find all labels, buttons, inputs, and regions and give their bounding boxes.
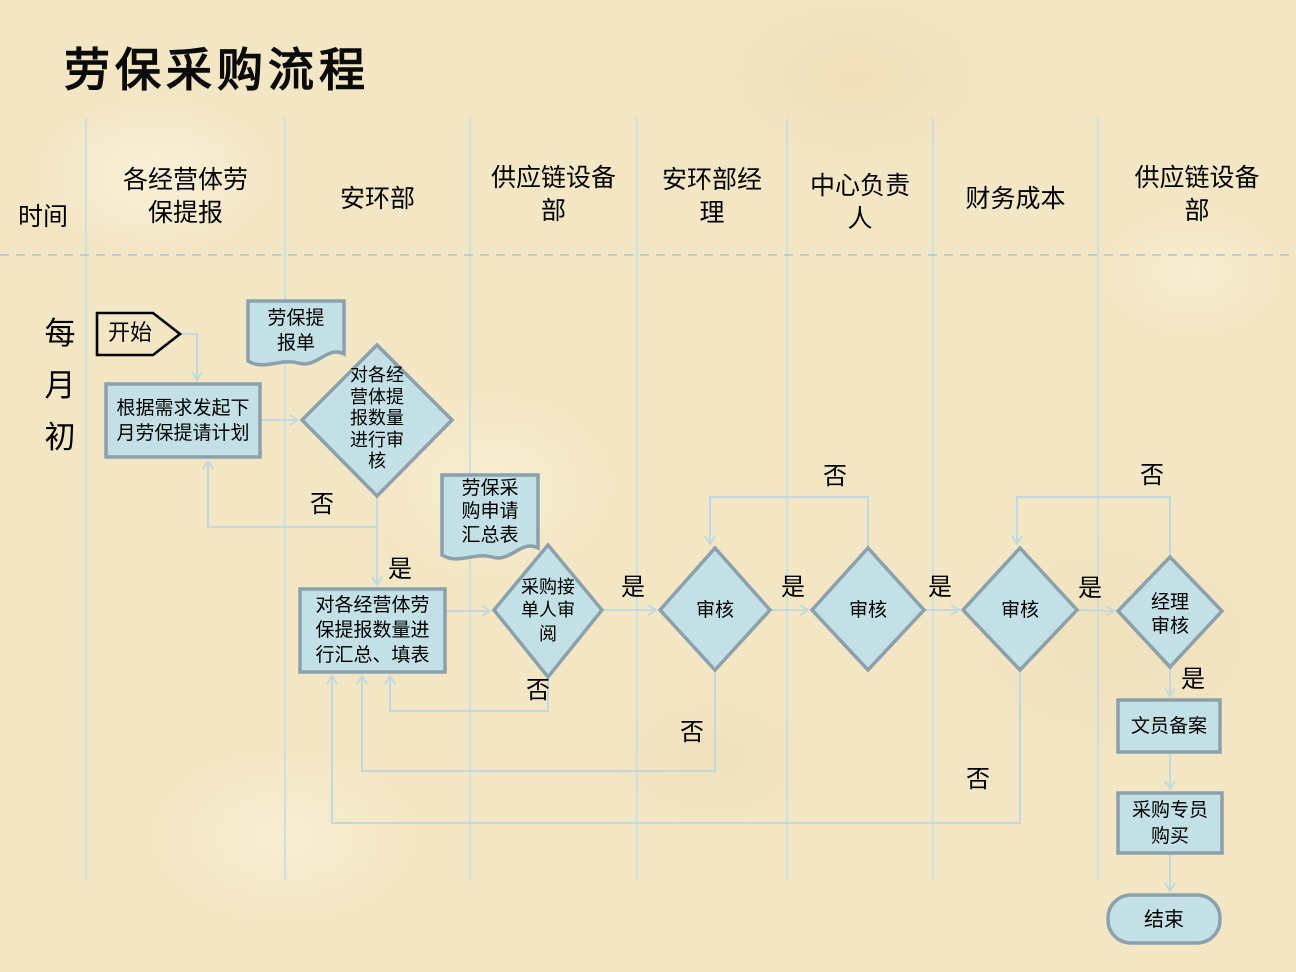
edge-label-yes-qty-review: 是 <box>388 555 412 584</box>
audit-center-head-label: 审核 <box>848 598 887 621</box>
edge-label-no-qty-review: 否 <box>310 490 334 519</box>
lane-header-finance: 财务成本 <box>965 183 1066 213</box>
edge-label-yes-order-review: 是 <box>621 573 645 602</box>
purchase-box <box>1116 791 1224 855</box>
summary-doc-label: 劳保采 购申请 汇总表 <box>461 476 519 546</box>
flow-shapes <box>95 299 1225 945</box>
connectors <box>180 333 1176 893</box>
edge-label-yes-audit3: 是 <box>1078 574 1102 603</box>
edge-start-to-plan <box>180 333 203 382</box>
report-doc-shape <box>246 299 346 367</box>
lane-header-center-head: 中心负责 人 <box>809 171 910 233</box>
edge-audit1-no-loop <box>356 670 716 772</box>
lane-header-time: 时间 <box>17 201 68 231</box>
end-shape <box>1106 893 1222 945</box>
edge-manager-review-no-loop <box>1011 496 1171 557</box>
edge-qty-review-no-loop <box>202 459 377 528</box>
purchase-label: 采购专员 购买 <box>1131 799 1208 847</box>
clerk-record-box <box>1116 698 1222 754</box>
summarize-label: 对各经营体劳 保提报数量进 行汇总、填表 <box>315 594 430 666</box>
edge-label-no-audit1: 否 <box>680 718 704 747</box>
edge-audit3-no-loop <box>326 670 1021 824</box>
audit-diamond-finance <box>960 545 1080 673</box>
clerk-record-label: 文员备案 <box>1130 714 1207 737</box>
audit-diamond-center-head <box>809 545 927 673</box>
qty-review-label: 对各经 营体提 报数量 进行审 核 <box>350 365 404 473</box>
manager-review-label: 经理 审核 <box>1150 590 1189 638</box>
edge-label-yes-manager-review: 是 <box>1181 665 1205 694</box>
page-title: 劳保采购流程 <box>64 44 370 96</box>
edge-audit2-no-loop <box>704 496 869 548</box>
edge-label-no-audit3: 否 <box>966 765 990 794</box>
lane-header-safety-manager: 安环部经 理 <box>661 165 762 227</box>
edge-label-no-manager-review: 否 <box>1140 461 1164 490</box>
manager-review-diamond <box>1115 554 1225 670</box>
audit-diamond-dept-manager <box>657 545 773 673</box>
edge-label-yes-audit2: 是 <box>928 573 952 602</box>
audit-finance-label: 审核 <box>1000 598 1039 621</box>
start-label: 开始 <box>107 321 152 347</box>
lane-header-business-units: 各经营体劳 保提报 <box>122 165 248 227</box>
plan-step-label: 根据需求发起下 月劳保提请计划 <box>116 396 250 444</box>
report-doc-label: 劳保提 报单 <box>267 307 325 354</box>
lane-header-supply-chain-2: 供应链设备 部 <box>1134 163 1260 225</box>
end-label: 结束 <box>1144 906 1184 931</box>
edge-audit3-yes <box>1076 605 1116 617</box>
order-review-diamond <box>491 542 605 680</box>
edge-order-review-no-loop <box>384 674 549 712</box>
edge-label-no-audit2: 否 <box>823 462 847 491</box>
start-shape <box>95 311 183 357</box>
audit-dept-manager-label: 审核 <box>695 598 734 621</box>
summarize-box <box>298 587 447 674</box>
summary-doc-shape <box>440 473 540 561</box>
order-review-label: 采购接 单人审 阅 <box>521 576 575 645</box>
lane-header-safety-dept: 安环部 <box>339 183 415 213</box>
edge-label-yes-audit1: 是 <box>781 573 805 602</box>
time-period-label: 每 月 初 <box>44 316 76 456</box>
lane-header-supply-chain-1: 供应链设备 部 <box>490 163 616 225</box>
qty-review-diamond <box>299 342 455 499</box>
edge-label-no-order-review: 否 <box>526 676 550 705</box>
plan-step-box <box>104 382 262 459</box>
